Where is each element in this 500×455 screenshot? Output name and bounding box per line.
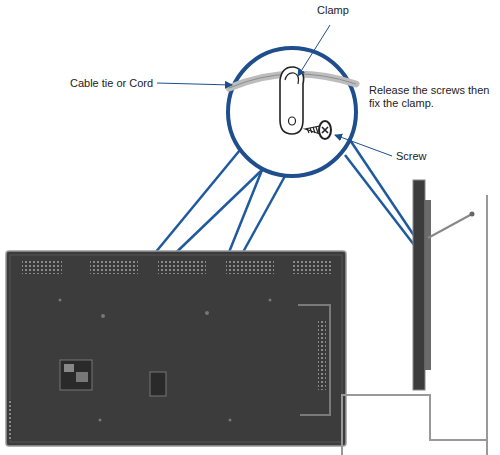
side-view — [342, 180, 487, 455]
magnifier — [228, 48, 356, 176]
instruction-note: Release the screws then fix the clamp. — [369, 84, 497, 110]
part-label: Screw — [396, 150, 427, 163]
part-label: Cable tie or Cord — [70, 77, 153, 90]
leader-lines — [157, 25, 392, 156]
tv-back — [6, 251, 346, 446]
part-label: Clamp — [317, 4, 349, 17]
